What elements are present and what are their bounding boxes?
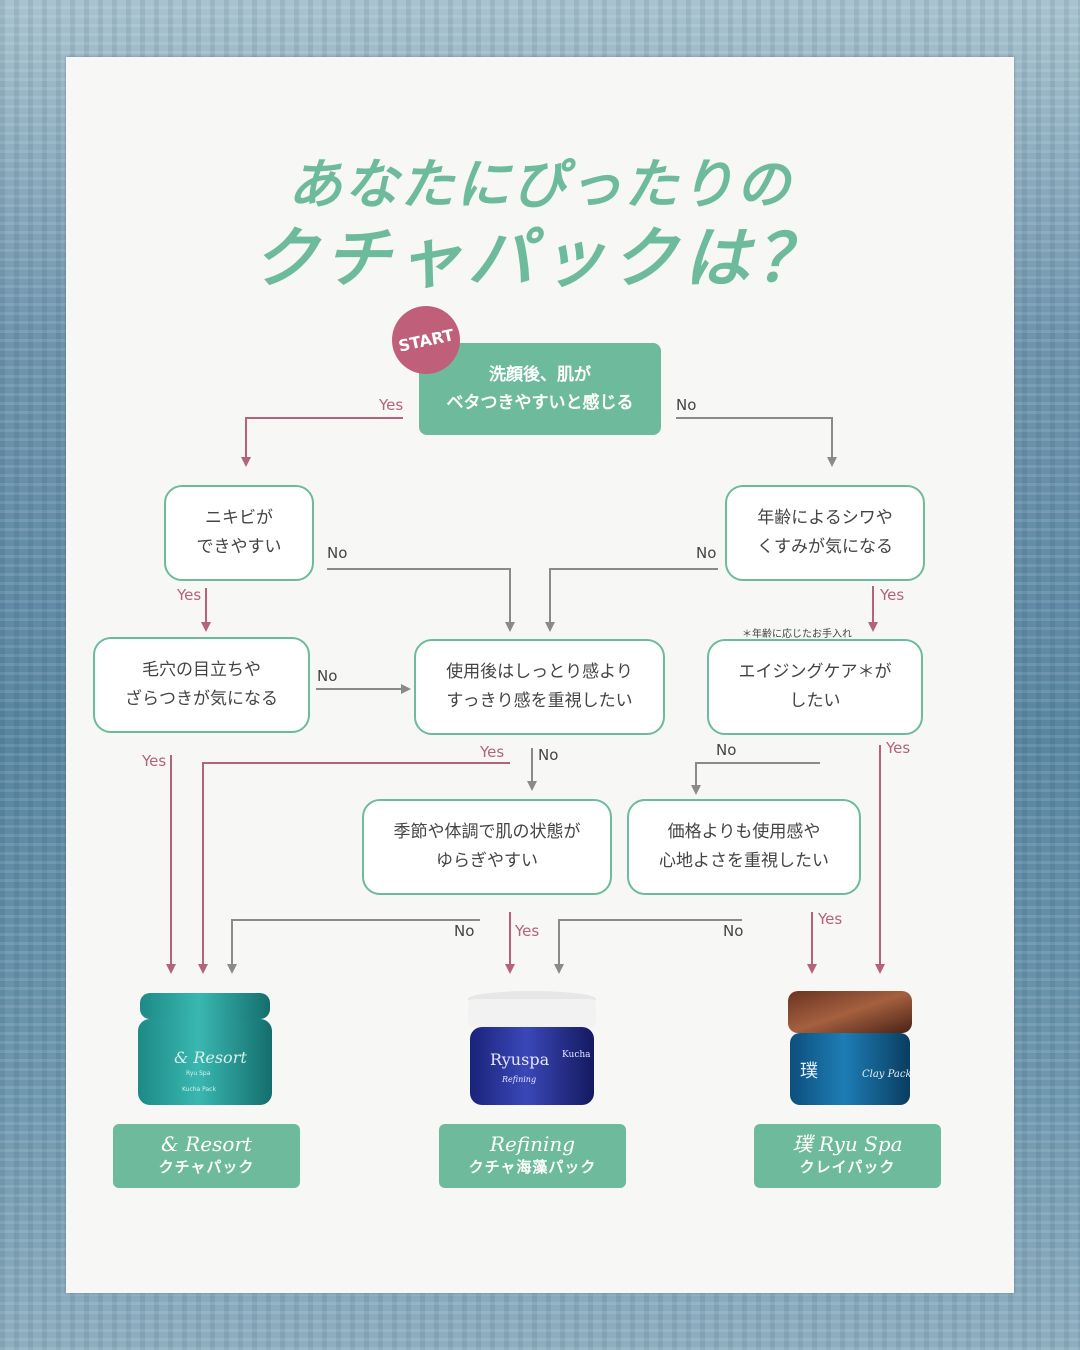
refining-jar-side: Kucha xyxy=(562,1050,591,1060)
label-agingcare-yes: Yes xyxy=(886,739,911,757)
resort-jar-brand: & Resort xyxy=(174,1048,247,1067)
edge-price-no xyxy=(554,919,742,974)
question-pores: 毛穴の目立ちや ざらつきが気になる xyxy=(93,637,310,733)
clay-jar-image: 璞 Clay Pack xyxy=(788,991,912,1105)
resort-jar-item: Kucha Pack xyxy=(182,1086,216,1093)
product-refining-name: クチャ海藻パック xyxy=(468,1158,597,1176)
edge-aging-no xyxy=(545,568,718,632)
label-refresh-yes: Yes xyxy=(480,743,505,761)
product-refining-brand: Refining xyxy=(489,1132,576,1156)
resort-jar-image: & Resort Ryu Spa Kucha Pack xyxy=(138,993,272,1105)
resort-jar-sub: Ryu Spa xyxy=(186,1070,211,1077)
label-aging-yes: Yes xyxy=(880,586,905,604)
product-resort-brand: & Resort xyxy=(161,1132,252,1156)
label-pores-yes: Yes xyxy=(142,752,167,770)
product-resort-name: クチャパック xyxy=(158,1158,255,1176)
label-acne-yes: Yes xyxy=(177,586,202,604)
product-refining-seaweed-pack: Refining クチャ海藻パック xyxy=(439,1124,626,1188)
edge-agingcare-no xyxy=(691,762,820,795)
label-start-no: No xyxy=(676,396,697,414)
refining-jar-sub: Refining xyxy=(501,1075,536,1084)
label-agingcare-no: No xyxy=(716,741,737,759)
edge-acne-no xyxy=(327,568,515,632)
label-price-no: No xyxy=(723,922,744,940)
question-acne: ニキビが できやすい xyxy=(164,485,314,581)
product-clay-name: クレイパック xyxy=(799,1158,896,1176)
label-season-no: No xyxy=(454,922,475,940)
edge-start-no xyxy=(676,417,837,467)
title-line-1: あなたにぴったりの xyxy=(288,153,792,216)
label-refresh-no: No xyxy=(538,746,559,764)
agingcare-footnote: ＊年齢に応じたお手入れ xyxy=(742,629,852,640)
question-price: 価格よりも使用感や 心地よさを重視したい xyxy=(627,799,861,895)
refining-jar-image: Ryuspa Refining Kucha xyxy=(468,991,596,1105)
title-line-2: クチャパックは？ xyxy=(252,220,828,297)
label-season-yes: Yes xyxy=(515,922,540,940)
label-aging-no: No xyxy=(696,544,717,562)
clay-jar-mark: 璞 xyxy=(800,1061,818,1082)
product-resort-kucha-pack: & Resort クチャパック xyxy=(113,1124,300,1188)
clay-jar-item: Clay Pack xyxy=(862,1069,912,1080)
question-refresh: 使用後はしっとり感より すっきり感を重視したい xyxy=(414,639,665,735)
edge-season-no xyxy=(227,919,480,974)
question-aging: 年齢によるシワや くすみが気になる xyxy=(725,485,925,581)
label-acne-no: No xyxy=(327,544,348,562)
label-start-yes: Yes xyxy=(379,396,404,414)
question-start: 洗顔後、肌が ベタつきやすいと感じる xyxy=(419,343,661,435)
label-pores-no: No xyxy=(317,667,338,685)
edge-start-yes xyxy=(241,417,403,467)
refining-jar-brand: Ryuspa xyxy=(490,1050,550,1069)
question-agingcare: エイジングケア＊が したい xyxy=(707,639,923,735)
label-price-yes: Yes xyxy=(818,910,843,928)
product-clay-pack: 璞 Ryu Spa クレイパック xyxy=(754,1124,941,1188)
question-season: 季節や体調で肌の状態が ゆらぎやすい xyxy=(362,799,612,895)
product-clay-brand: 璞 Ryu Spa xyxy=(792,1132,903,1156)
edge-refresh-yes xyxy=(198,762,510,974)
